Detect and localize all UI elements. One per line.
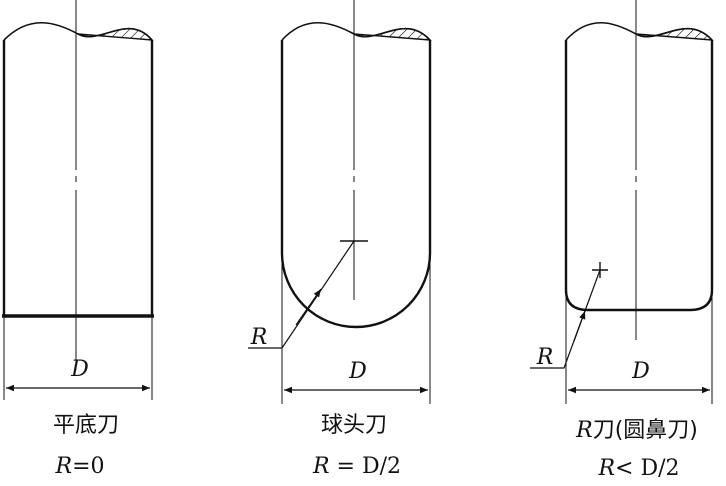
radius-formula: R< D/2: [597, 456, 679, 481]
radius-arrow: [295, 288, 322, 326]
tool-body-outline: [2, 40, 154, 316]
extension-lines: [281, 253, 431, 404]
diameter-label: D: [631, 359, 650, 384]
section-hatch: [635, 28, 714, 41]
radius-formula: R = D/2: [312, 454, 401, 479]
radius-leader-line: [530, 269, 601, 369]
extension-lines: [565, 290, 713, 404]
tool-body-outline: [564, 40, 714, 312]
radius-label: R: [536, 345, 554, 370]
flat-end-mill: [2, 0, 154, 400]
diameter-label: D: [70, 357, 89, 382]
section-hatch: [77, 28, 154, 41]
tool-name-caption: 球头刀: [321, 413, 387, 438]
extension-lines: [3, 316, 153, 400]
bull-nose-end-mill: [530, 0, 714, 404]
diameter-label: D: [348, 359, 367, 384]
radius-arrow: [573, 310, 586, 342]
tool-name-caption: R刀(圆鼻刀): [575, 418, 698, 443]
ball-end-mill: [248, 0, 432, 404]
tool-body-outline: [280, 40, 432, 329]
section-hatch: [353, 28, 432, 41]
tool-name-caption: 平底刀: [53, 413, 119, 438]
radius-label: R: [250, 325, 268, 350]
radius-formula: R=0: [54, 454, 104, 479]
